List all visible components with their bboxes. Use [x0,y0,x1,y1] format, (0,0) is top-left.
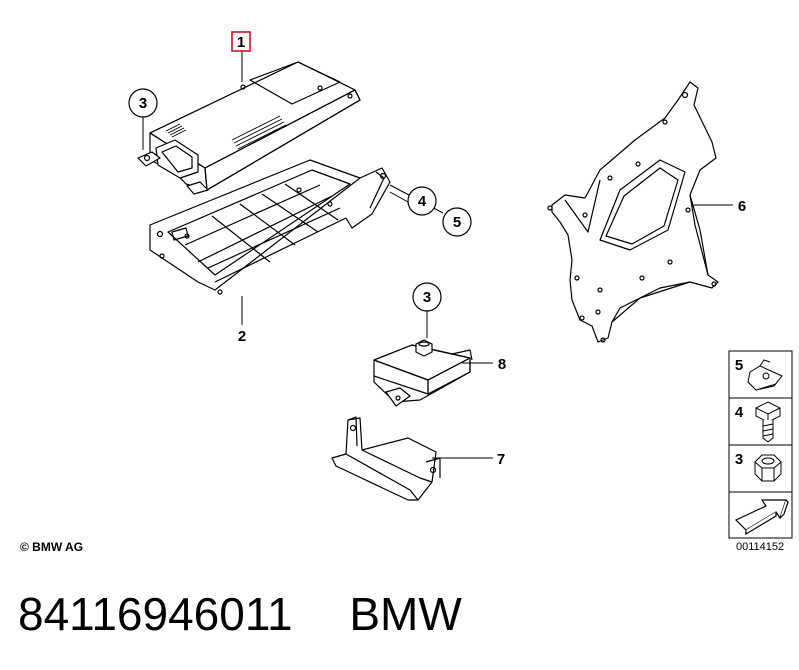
callout-3b-circle [412,282,442,312]
direction-arrow-icon [734,499,789,536]
brand-name: BMW [349,588,462,640]
legend-number-3: 3 [735,451,743,468]
parts-diagram: 1 3 2 4 5 6 3 8 7 5 4 [128,31,793,539]
callout-4: 4 [418,193,427,210]
highlighted-callout-box [231,31,251,52]
lower-bracket-part[interactable] [331,416,441,501]
diagram-reference-code: 00114152 [736,541,785,553]
part-number-line: 84116946011 BMW [18,584,462,644]
control-module-part[interactable] [137,61,361,195]
clip-nut-icon [747,359,783,391]
callout-2: 2 [238,328,246,345]
hardware-legend: 5 4 3 [728,350,793,539]
callout-6: 6 [738,198,746,215]
callout-3-circle [128,88,158,118]
callout-3: 3 [139,95,147,112]
legend-number-5: 5 [735,357,743,374]
legend-number-4: 4 [735,404,744,421]
bolt-icon [755,401,781,443]
part-number: 84116946011 [18,588,293,640]
callout-5-circle [442,207,472,237]
callout-5: 5 [453,214,461,231]
callout-8: 8 [498,356,506,373]
callout-1: 1 [237,34,245,51]
callout-3b: 3 [423,289,431,306]
copyright-notice: © BMW AG [20,540,84,554]
tray-bracket-part[interactable] [149,159,391,295]
hex-nut-icon [754,454,782,482]
antenna-module-part[interactable] [373,339,473,407]
callout-7: 7 [497,451,505,468]
callout-4-circle [407,186,437,216]
mounting-bracket-part[interactable] [547,81,719,343]
